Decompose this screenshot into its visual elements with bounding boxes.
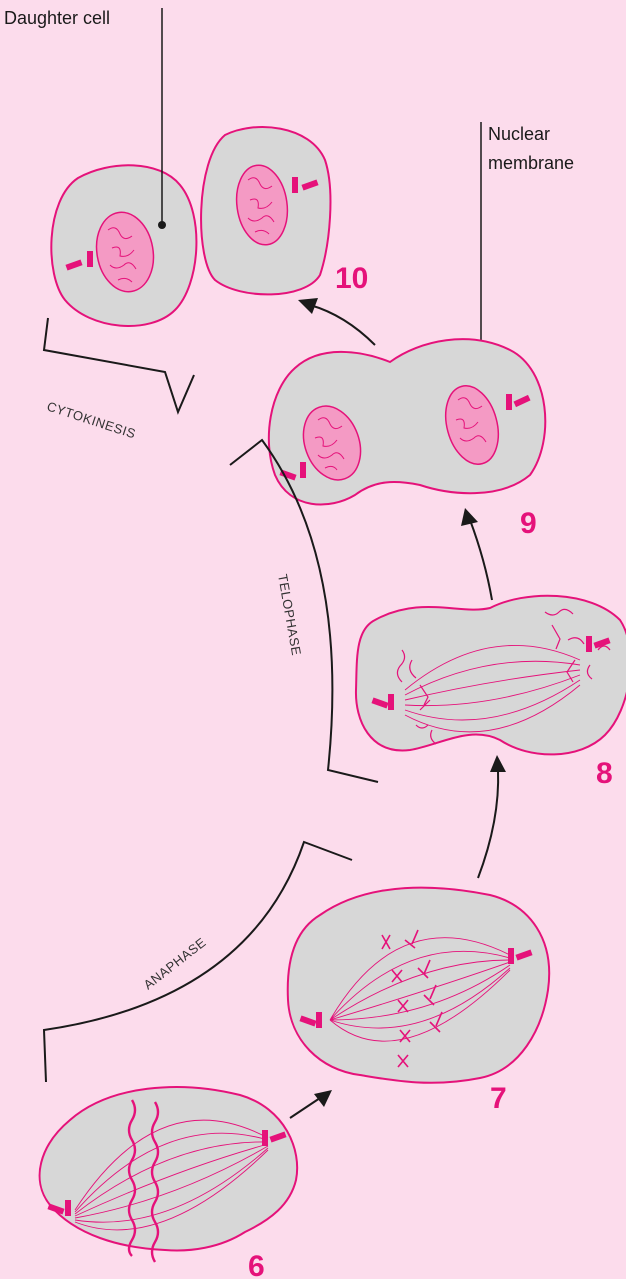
nuclear-membrane-label-line2: membrane [488,153,574,173]
telophase-label: TELOPHASE [275,573,304,657]
cytokinesis-bracket [44,318,194,412]
daughter-cell-label: Daughter cell [4,8,110,28]
stage-8-number: 8 [596,757,613,790]
stage-10-number: 10 [335,262,368,295]
stage-7-membrane [288,888,549,1083]
arrow-9-to-10-head [298,298,318,314]
nuclear-membrane-label-line1: Nuclear [488,124,550,144]
stage-9-number: 9 [520,507,537,540]
arrow-8-to-9-head [461,508,478,526]
stage-8-cell [356,596,626,755]
stage-7-cell [288,888,549,1083]
anaphase-label: ANAPHASE [141,934,209,992]
stage-6-cell [40,1087,298,1262]
arrow-9-to-10 [310,305,375,345]
stage-8-membrane [356,596,626,755]
stage-9-cell [269,339,545,504]
stage-10-daughter-cells [51,127,330,326]
stage-7-number: 7 [490,1082,507,1115]
arrow-6-to-7 [290,1098,320,1118]
arrow-8-to-9 [470,520,492,600]
cytokinesis-label: CYTOKINESIS [45,399,138,442]
arrow-6-to-7-head [314,1090,332,1107]
stage-6-membrane [40,1087,298,1250]
stage-6-number: 6 [248,1250,265,1279]
daughter-cell-pointer [158,221,166,229]
arrow-7-to-8-head [490,755,506,772]
arrow-7-to-8 [478,770,498,878]
